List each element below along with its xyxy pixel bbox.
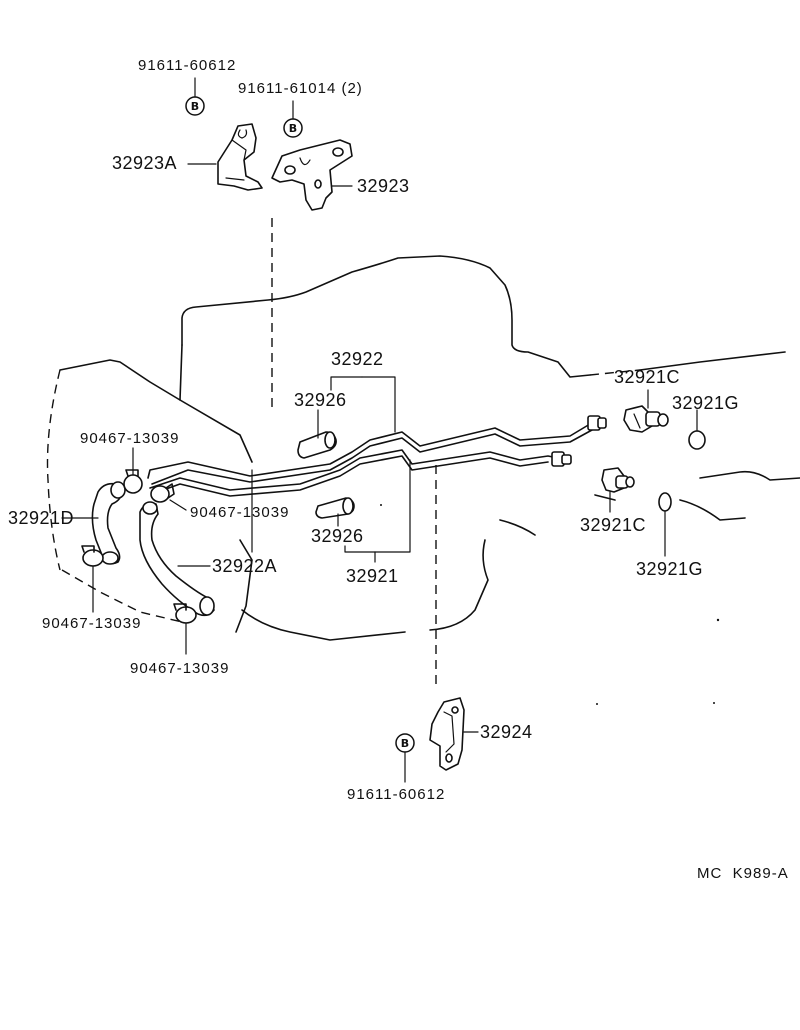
label-bracket-right: 32923 [357, 176, 410, 196]
hose-mid-drawing [139, 501, 215, 617]
label-gasket-top: 32921G [672, 393, 739, 413]
label-bolt-top-right: 91611-61014 (2) [238, 80, 363, 97]
bolt-marker-top-left: B [185, 96, 205, 116]
label-pipe-group-top: 32922 [331, 349, 384, 369]
pipe-fitting-upper [587, 415, 607, 431]
label-union-top: 32921C [614, 367, 680, 387]
svg-text:B: B [191, 100, 199, 113]
locating-lines [271, 218, 641, 690]
label-union-bottom: 32921C [580, 515, 646, 535]
svg-text:B: B [289, 122, 297, 135]
gasket-upper-drawing [688, 430, 706, 450]
bolt-marker-bottom: B [395, 733, 415, 753]
label-clamp-mid: 90467-13039 [190, 504, 289, 521]
label-bracket-bottom: 32924 [480, 722, 533, 742]
label-clamp-lower-mid: 90467-13039 [130, 660, 229, 677]
svg-text:B: B [401, 737, 409, 750]
label-sleeve-top: 32926 [294, 390, 347, 410]
label-bracket-left: 32923A [112, 153, 177, 173]
specks [380, 504, 720, 705]
clamp-lower-left-drawing [81, 545, 104, 567]
label-clamp-lower-left: 90467-13039 [42, 615, 141, 632]
union-lower-drawing [601, 467, 635, 493]
leader-lines [61, 77, 698, 783]
bolt-marker-top-right: B [283, 118, 303, 138]
label-bolt-top-left: 91611-60612 [138, 57, 236, 74]
bracket-32923a-drawing [217, 123, 263, 191]
union-upper-drawing [623, 405, 669, 433]
bracket-32923-drawing [271, 139, 353, 211]
bracket-32924-drawing [429, 697, 465, 771]
clamp-upper-left-drawing [123, 469, 143, 494]
label-gasket-bottom: 32921G [636, 559, 703, 579]
label-hose-left: 32921D [8, 508, 74, 528]
clamp-lower-mid-drawing [173, 603, 197, 624]
label-bolt-bottom: 91611-60612 [347, 786, 445, 803]
sleeve-upper-drawing [297, 431, 337, 459]
pipe-fitting-lower [551, 451, 572, 467]
sleeve-lower-drawing [315, 497, 355, 519]
diagram-code: MC K989-A [697, 865, 789, 882]
hose-left-drawing [91, 481, 126, 565]
label-sleeve-bottom: 32926 [311, 526, 364, 546]
label-clamp-upper-left: 90467-13039 [80, 430, 179, 447]
clamp-mid-drawing [150, 483, 175, 503]
label-hose-mid: 32922A [212, 556, 277, 576]
housing-outline [46, 255, 800, 641]
fuel-pipes [147, 421, 599, 497]
gasket-lower-drawing [658, 492, 672, 512]
label-pipe-group-bottom: 32921 [346, 566, 399, 586]
